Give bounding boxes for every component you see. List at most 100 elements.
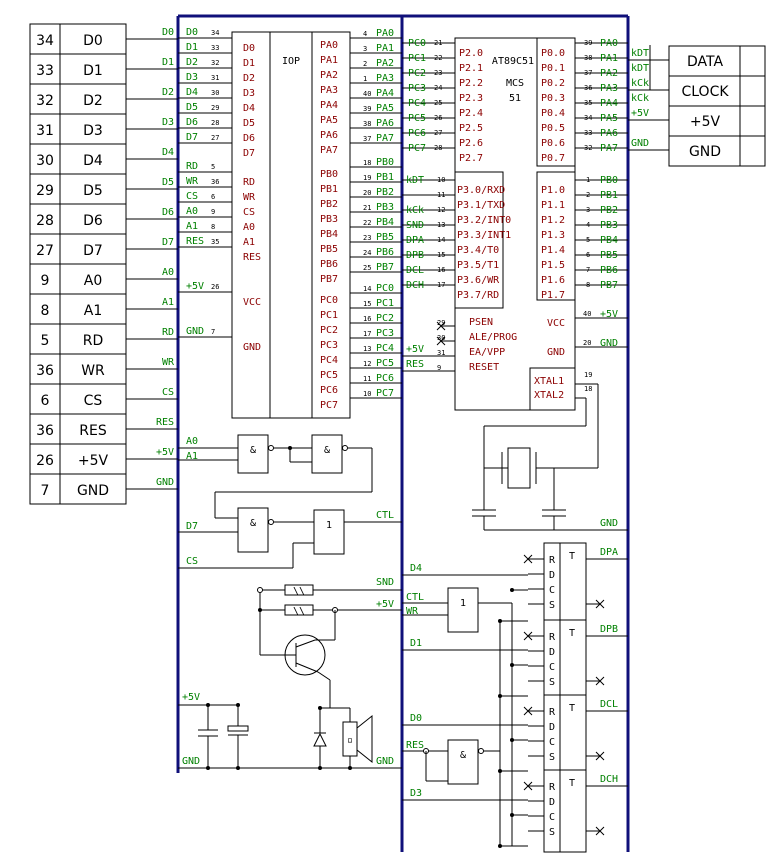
iop-pin-number: 21 xyxy=(363,204,371,212)
flip-flop-title: T xyxy=(569,551,575,562)
flip-flop-pin: R xyxy=(549,707,556,718)
mcu-net-label: PB5 xyxy=(600,250,618,261)
mcu-pin-name: P3.4/T0 xyxy=(457,245,499,256)
iop-net-label: D7 xyxy=(186,132,198,143)
mcu-net-label: PA4 xyxy=(600,98,618,109)
mcu-net-label: DCH xyxy=(406,280,424,291)
iop-net-label: PA2 xyxy=(376,58,394,69)
mcu-pin-number: 37 xyxy=(584,69,592,77)
iop-pin-name: D3 xyxy=(243,88,255,99)
connector-signal-name: RD xyxy=(83,333,104,349)
iop-pin-name: WR xyxy=(243,192,256,203)
mcu-chip: AT89C51 MCS 51 xyxy=(454,37,576,411)
flip-flop-pin: C xyxy=(549,737,555,748)
connector-net-label: CS xyxy=(162,387,174,398)
iop-net-label: D2 xyxy=(186,57,198,68)
flip-flop-pin: R xyxy=(549,632,556,643)
mcu-pin-name: P3.0/RXD xyxy=(457,185,505,196)
mcu-net-label: PC5 xyxy=(408,113,426,124)
junction xyxy=(510,813,514,817)
flip-flop-pin: S xyxy=(549,752,555,763)
mcu-pin-number: 9 xyxy=(437,364,441,372)
connector-signal-name: +5V xyxy=(690,114,721,130)
iop-pin-number: 31 xyxy=(211,74,219,82)
junction xyxy=(510,663,514,667)
connector-signal-name: D1 xyxy=(83,63,103,79)
crystal xyxy=(507,447,531,489)
connector-net-label: D2 xyxy=(162,87,174,98)
iop-net-label: D5 xyxy=(186,102,198,113)
net-label: D1 xyxy=(410,638,422,649)
iop-net-label: D3 xyxy=(186,72,198,83)
connector-cell xyxy=(668,75,766,107)
iop-net-label: GND xyxy=(186,326,204,337)
mcu-net-label: PA2 xyxy=(600,68,618,79)
flip-flop xyxy=(543,769,587,853)
mcu-pin-name: RESET xyxy=(469,362,499,373)
connector-cell xyxy=(29,233,127,265)
net-label: CTL xyxy=(406,592,424,603)
terminal xyxy=(257,587,263,593)
iop-pin-number: 1 xyxy=(363,75,367,83)
connector-net-label: D4 xyxy=(162,147,174,158)
or-gate-2 xyxy=(447,587,479,633)
mcu-net-label: PB7 xyxy=(600,280,618,291)
mcu-pin-number: 32 xyxy=(584,144,592,152)
capacitor-plate xyxy=(227,725,249,732)
iop-net-label: RES xyxy=(186,236,204,247)
mcu-pin-number: 5 xyxy=(586,236,590,244)
junction xyxy=(498,769,502,773)
connector-cell xyxy=(668,135,766,167)
mcu-pin-name: P1.7 xyxy=(541,290,565,301)
mcu-pin-name: P2.7 xyxy=(459,153,483,164)
flip-flop-pin: R xyxy=(549,555,556,566)
mcu-pin-number: 25 xyxy=(434,99,442,107)
nand-gate-1 xyxy=(237,434,269,474)
mcu-net-label: +5V xyxy=(600,309,618,320)
iop-port-name: PA6 xyxy=(320,130,338,141)
iop-port-name: PB3 xyxy=(320,214,338,225)
iop-net-label: PC6 xyxy=(376,373,394,384)
mcu-pin-name: PSEN xyxy=(469,317,493,328)
net-label: DPB xyxy=(600,624,618,635)
mcu-pin-number: 19 xyxy=(584,371,592,379)
connector-cell xyxy=(29,323,127,355)
iop-net-label: PB4 xyxy=(376,217,394,228)
iop-pin-name: D0 xyxy=(243,43,255,54)
junction xyxy=(498,844,502,848)
mcu-pin-number: 36 xyxy=(584,84,592,92)
iop-port-name: PC1 xyxy=(320,310,338,321)
mcu-family: MCS xyxy=(506,78,524,89)
mcu-part: AT89C51 xyxy=(492,56,534,67)
connector-pin-number: 30 xyxy=(36,153,54,169)
mcu-pin-name: P0.7 xyxy=(541,153,565,164)
iop-net-label: PC7 xyxy=(376,388,394,399)
connector-cell xyxy=(29,23,127,55)
connector-net-label: D3 xyxy=(162,117,174,128)
connector-pin-number: 5 xyxy=(41,333,50,349)
mcu-net-label: PA1 xyxy=(600,53,618,64)
speaker-mark: ▫ xyxy=(347,735,353,746)
iop-port-name: PA4 xyxy=(320,100,338,111)
iop-pin-number: 3 xyxy=(363,45,367,53)
connector-signal-name: A0 xyxy=(84,273,102,289)
diode xyxy=(313,732,327,747)
connector-pin-number: 34 xyxy=(36,33,54,49)
flip-flop-title: T xyxy=(569,628,575,639)
iop-pin-number: 12 xyxy=(363,360,371,368)
mcu-pin-name: P2.3 xyxy=(459,93,483,104)
iop-net-label: PC0 xyxy=(376,283,394,294)
iop-pin-number: 26 xyxy=(211,283,219,291)
iop-pin-number: 15 xyxy=(363,300,371,308)
iop-pin-number: 35 xyxy=(211,238,219,246)
iop-pin-number: 38 xyxy=(363,120,371,128)
connector-cell xyxy=(29,443,127,475)
iop-pin-number: 22 xyxy=(363,219,371,227)
nand-gate-4-symbol: & xyxy=(460,750,466,761)
iop-port-name: PC4 xyxy=(320,355,338,366)
mcu-pin-number: 14 xyxy=(437,236,445,244)
mcu-pin-number: 38 xyxy=(584,54,592,62)
mcu-pin-number: 1 xyxy=(586,176,590,184)
wire xyxy=(317,671,331,681)
net-label: RES xyxy=(406,740,424,751)
